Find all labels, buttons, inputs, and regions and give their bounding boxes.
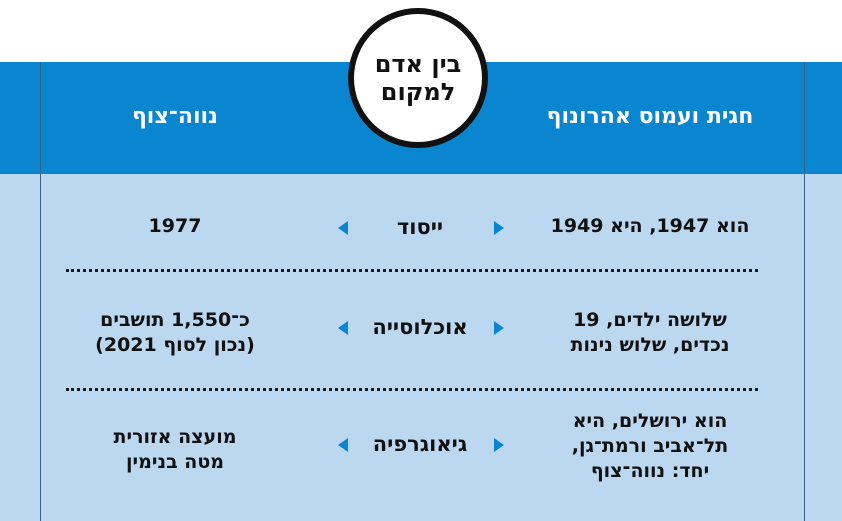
title-badge-line-2: למקום (380, 78, 456, 106)
row-geography-right-value: הוא ירושלים, היא תל־אביב ורמת־גן, יחד: נ… (571, 410, 729, 482)
triangle-pointing-right-icon (494, 438, 504, 452)
row-founding-label: ייסוד (396, 215, 444, 239)
row-founding-left-value: 1977 (148, 215, 202, 237)
dotted-separator (66, 388, 758, 391)
body-band (0, 174, 842, 521)
column-title-left: נווה־צוף (131, 104, 219, 129)
title-badge: בין אדם למקום (348, 8, 488, 148)
column-title-right: חגית ועמוס אהרונוף (546, 104, 754, 129)
dotted-separator (66, 269, 758, 272)
title-badge-line-1: בין אדם (374, 50, 462, 78)
left-border-line (40, 62, 41, 521)
triangle-pointing-left-icon (338, 321, 348, 335)
row-population-label: אוכלוסייה (372, 315, 468, 339)
right-border-line (804, 62, 805, 521)
triangle-pointing-right-icon (494, 221, 504, 235)
row-geography-left-value: מועצה אזורית מטה בנימין (113, 426, 237, 473)
row-founding-right-value: הוא 1947, היא 1949 (550, 215, 750, 237)
row-geography-label: גיאוגרפיה (372, 432, 468, 456)
row-population-right-value: שלושה ילדים, 19 נכדים, שלוש נינות (570, 309, 730, 356)
row-population-left-value: כ־1,550 תושבים (נכון לסוף 2021) (95, 309, 255, 356)
triangle-pointing-left-icon (338, 221, 348, 235)
triangle-pointing-right-icon (494, 321, 504, 335)
triangle-pointing-left-icon (338, 438, 348, 452)
